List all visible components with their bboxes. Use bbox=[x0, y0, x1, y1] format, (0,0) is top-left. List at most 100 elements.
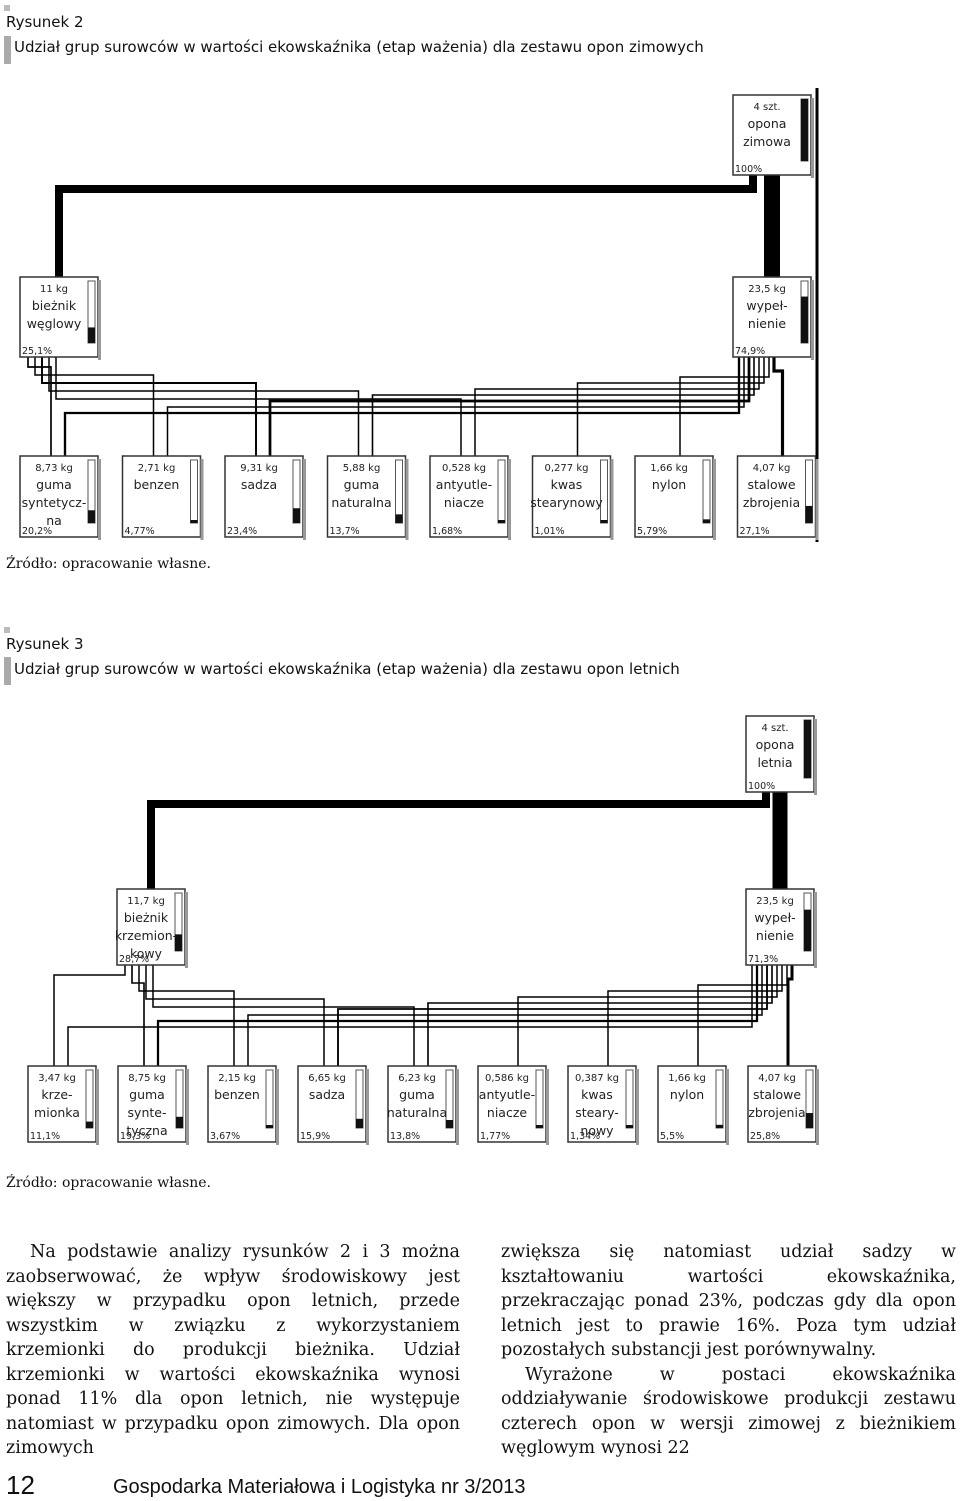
flow-link bbox=[474, 357, 760, 456]
node-frame bbox=[117, 1065, 187, 1143]
flow-link bbox=[697, 965, 788, 1066]
node-weight: 8,73 kg bbox=[35, 463, 73, 474]
figure2-label: Rysunek 2 bbox=[6, 13, 84, 31]
node-shadow bbox=[815, 459, 819, 540]
flow-link bbox=[607, 965, 783, 1066]
level-bar-fill bbox=[805, 505, 813, 523]
node-weight: 4 szt. bbox=[761, 723, 788, 734]
level-bar-fill bbox=[88, 510, 95, 523]
level-bar-fill bbox=[293, 508, 300, 523]
node-percent: 71,3% bbox=[748, 954, 778, 965]
node-percent: 5,5% bbox=[660, 1131, 684, 1142]
node-shadow bbox=[456, 1069, 459, 1145]
node-name: nylon bbox=[670, 1087, 704, 1102]
node-shadow bbox=[186, 1069, 189, 1145]
node-weight: 2,15 kg bbox=[218, 1073, 256, 1084]
node-name: krze- bbox=[41, 1087, 72, 1102]
text-column-left: Na podstawie analizy rysunków 2 i 3 możn… bbox=[6, 1240, 460, 1461]
node-name: guma bbox=[36, 477, 72, 492]
node-weight: 3,47 kg bbox=[38, 1073, 76, 1084]
paragraph: Wyrażone w postaci ekowskaźnika oddziały… bbox=[501, 1364, 956, 1459]
node-percent: 13,8% bbox=[390, 1131, 420, 1142]
level-bar-fill bbox=[600, 520, 608, 523]
node-percent: 100% bbox=[735, 164, 762, 175]
level-bar-fill bbox=[801, 99, 808, 161]
text-column-right: zwiększa się natomiast udział sadzy w ks… bbox=[501, 1240, 956, 1461]
bullet-square-icon bbox=[4, 627, 10, 633]
flow-link bbox=[247, 965, 763, 1066]
level-bar bbox=[190, 459, 198, 524]
node-weight: 23,5 kg bbox=[748, 284, 786, 295]
flow-link bbox=[337, 965, 768, 1066]
node-name: stalowe bbox=[753, 1087, 801, 1102]
level-bar-fill bbox=[176, 1116, 183, 1128]
node-shadow bbox=[713, 459, 716, 540]
node-shadow bbox=[814, 892, 817, 968]
level-bar-fill bbox=[703, 519, 710, 523]
node-name: zimowa bbox=[743, 134, 791, 149]
level-bar-fill bbox=[804, 720, 811, 778]
node-name: nylon bbox=[652, 477, 686, 492]
node-shadow bbox=[636, 1069, 639, 1145]
node-frame bbox=[224, 455, 304, 538]
level-bar-fill bbox=[86, 1121, 93, 1128]
level-bar-fill bbox=[395, 514, 403, 523]
node-name: bieżnik bbox=[32, 298, 77, 313]
node-frame bbox=[207, 1065, 277, 1143]
node-frame bbox=[567, 1065, 637, 1143]
node-shadow bbox=[98, 280, 101, 360]
level-bar bbox=[395, 459, 403, 524]
node-weight: 0,586 kg bbox=[485, 1073, 529, 1084]
node-weight: 4,07 kg bbox=[753, 463, 791, 474]
level-bar bbox=[535, 1069, 544, 1129]
level-bar-fill bbox=[626, 1125, 633, 1128]
flow-link bbox=[48, 357, 360, 456]
node-name: nowy bbox=[580, 1123, 614, 1138]
bullet-square-icon bbox=[4, 5, 10, 11]
node-frame bbox=[121, 455, 202, 538]
node-percent: 1,34% bbox=[570, 1131, 600, 1142]
level-bar bbox=[265, 1069, 274, 1129]
node-percent: 13,7% bbox=[330, 526, 360, 537]
node-shadow bbox=[98, 459, 101, 540]
level-bar-fill bbox=[446, 1119, 453, 1128]
level-bar bbox=[497, 459, 506, 524]
node-name: guma bbox=[129, 1087, 165, 1102]
level-bar bbox=[85, 1069, 94, 1129]
node-shadow bbox=[546, 1069, 549, 1145]
node-shadow bbox=[366, 1069, 369, 1145]
node-frame bbox=[732, 94, 812, 176]
flow-link bbox=[138, 965, 235, 1066]
flow-link bbox=[679, 357, 770, 456]
flow-link bbox=[268, 357, 751, 456]
node-frame bbox=[297, 1065, 367, 1143]
node-percent: 1,01% bbox=[535, 526, 565, 537]
level-bar-fill bbox=[266, 1125, 273, 1128]
paragraph: Na podstawie analizy rysunków 2 i 3 możn… bbox=[6, 1242, 460, 1458]
flow-link bbox=[41, 357, 257, 456]
node-name: sadza bbox=[241, 477, 277, 492]
node-name: naturalna bbox=[387, 1105, 447, 1120]
node-name: letnia bbox=[757, 755, 792, 770]
node-name: mionka bbox=[34, 1105, 80, 1120]
node-name: guma bbox=[344, 477, 380, 492]
node-name: kowy bbox=[130, 946, 163, 961]
journal-title: Gospodarka Materiałowa i Logistyka nr 3/… bbox=[113, 1476, 526, 1498]
node-name: wypeł- bbox=[746, 298, 787, 313]
node-shadow bbox=[405, 459, 409, 540]
flow-link bbox=[156, 965, 759, 1066]
node-frame bbox=[387, 1065, 457, 1143]
node-shadow bbox=[303, 459, 306, 540]
figure3-label: Rysunek 3 bbox=[6, 635, 84, 653]
flow-link bbox=[145, 965, 325, 1066]
